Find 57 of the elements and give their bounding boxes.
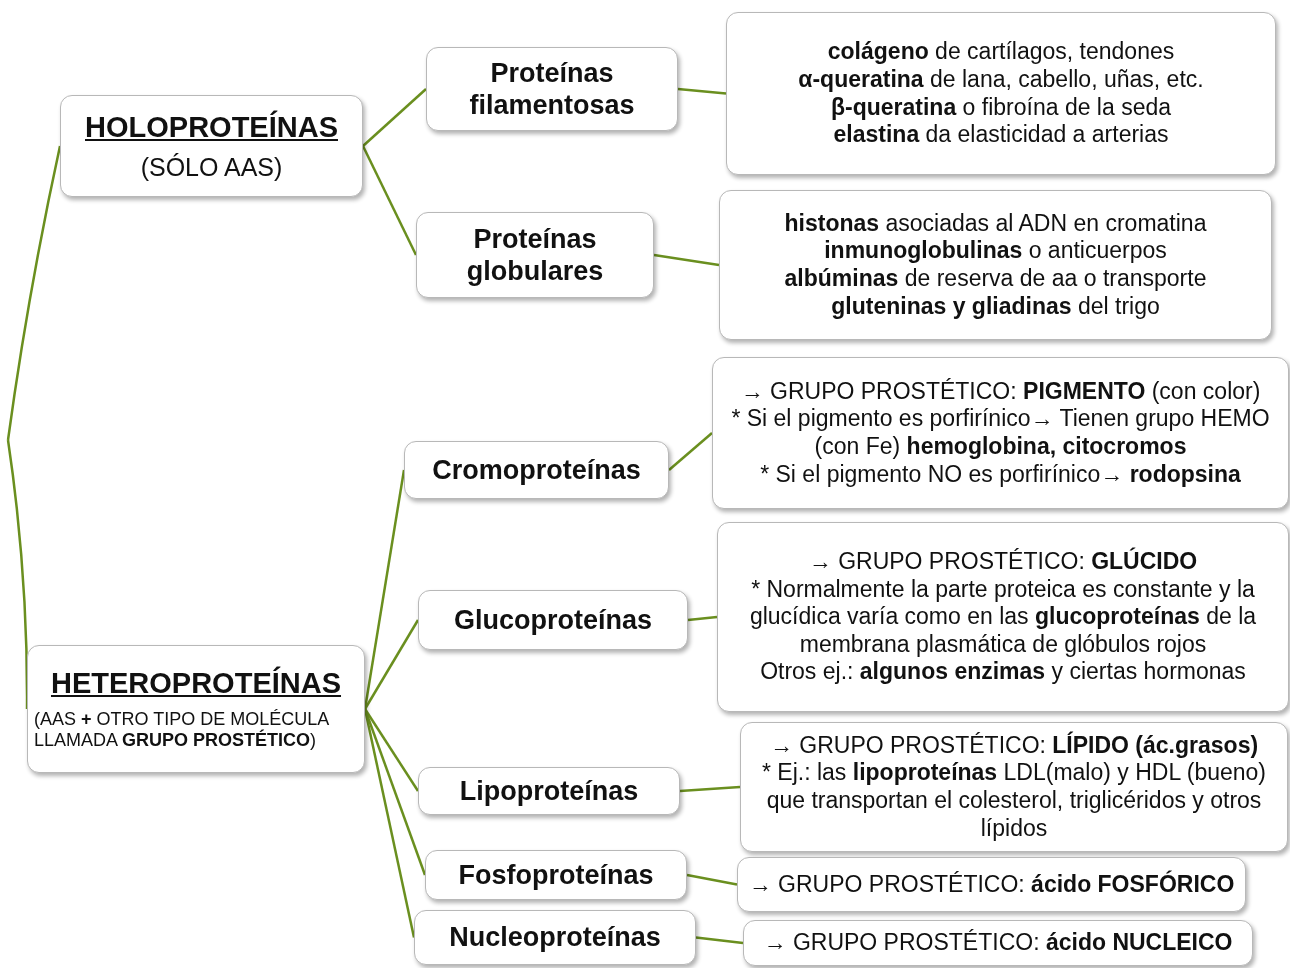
description-box <box>740 722 1288 852</box>
description-box <box>726 12 1276 175</box>
description-line: → GRUPO PROSTÉTICO: GLÚCIDO <box>808 548 1198 576</box>
connector-line <box>687 615 718 622</box>
concept-box <box>426 47 678 131</box>
category-box <box>27 645 365 773</box>
node-label: Nucleoproteínas <box>449 921 661 954</box>
category-note: (AAS + OTRO TIPO DE MOLÉCULA LLAMADA GRUPO PROSTÉTICO) <box>34 708 330 752</box>
concept-box <box>418 590 688 650</box>
description-line: histonas asociadas al ADN en cromatina <box>784 209 1207 238</box>
connector-line <box>653 253 720 267</box>
connector-line <box>6 439 29 709</box>
category-note: (SÓLO AAS) <box>140 152 283 183</box>
connector-line <box>362 88 427 147</box>
concept-box <box>418 767 680 815</box>
connector-line <box>363 619 420 710</box>
concept-box <box>414 910 696 965</box>
description-line: → GRUPO PROSTÉTICO: ácido NUCLEICO <box>763 929 1233 957</box>
description-line: α-queratina de lana, cabello, uñas, etc. <box>798 65 1204 94</box>
node-label: Glucoproteínas <box>454 603 652 637</box>
node-label: Proteínas globulares <box>465 222 605 288</box>
connector-line <box>668 432 713 471</box>
description-box <box>712 357 1289 509</box>
node-label: Cromoproteínas <box>432 453 641 487</box>
connector-line <box>361 145 418 256</box>
concept-box <box>416 212 654 298</box>
description-line: * Si el pigmento NO es porfirínico→ rodopsina <box>760 460 1241 489</box>
description-line: inmunoglobulinas o anticuerpos <box>824 237 1167 265</box>
category-title: HETEROPROTEÍNAS <box>51 666 341 701</box>
description-box <box>719 190 1272 340</box>
connector-line <box>677 87 727 95</box>
connector-line <box>6 145 62 441</box>
node-label: Fosfoproteínas <box>458 858 654 892</box>
description-line: * Ej.: las lipoproteínas LDL(malo) y HDL (bueno) que transportan el colesterol, triglicéridos y otros lípidos <box>761 759 1267 843</box>
description-box <box>743 920 1253 966</box>
description-line: → GRUPO PROSTÉTICO: PIGMENTO (con color) <box>740 377 1261 406</box>
connector-line <box>363 708 416 938</box>
node-label: Lipoproteínas <box>459 774 639 808</box>
description-line: elastina da elasticidad a arterias <box>833 121 1169 149</box>
description-line: colágeno de cartílagos, tendones <box>827 38 1175 66</box>
connector-line <box>679 785 741 793</box>
description-line: → GRUPO PROSTÉTICO: LÍPIDO (ác.grasos) <box>769 731 1259 760</box>
description-line: Otros ej.: algunos enzimas y ciertas hormonas <box>760 658 1246 686</box>
concept-box <box>425 850 687 900</box>
description-line: → GRUPO PROSTÉTICO: ácido FOSFÓRICO <box>748 870 1235 899</box>
description-line: β-queratina o fibroína de la seda <box>830 93 1172 122</box>
description-line: albúminas de reserva de aa o transporte <box>784 265 1207 293</box>
category-box <box>60 95 363 197</box>
connector-line <box>686 873 738 886</box>
category-title: HOLOPROTEÍNAS <box>85 109 338 145</box>
node-label: Proteínas filamentosas <box>468 56 636 122</box>
connector-line <box>695 936 744 945</box>
description-line: gluteninas y gliadinas del trigo <box>831 292 1160 321</box>
connector-line <box>363 708 427 876</box>
concept-box <box>404 441 669 499</box>
description-box <box>717 522 1289 712</box>
description-box <box>737 857 1246 912</box>
